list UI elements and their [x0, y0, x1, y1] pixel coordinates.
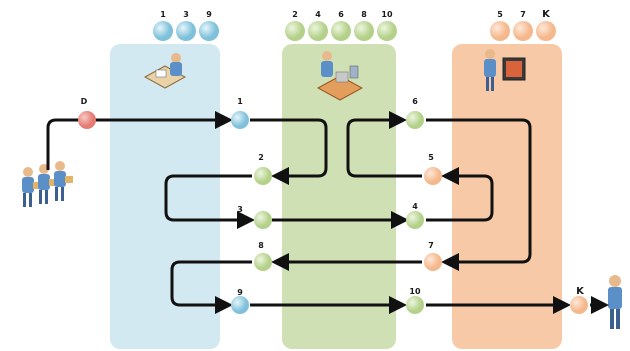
step-label: 7	[428, 241, 434, 250]
start-node: D	[78, 97, 96, 129]
step-node-7: 7	[424, 241, 442, 271]
header-node	[513, 21, 533, 41]
end-label: K	[576, 286, 585, 297]
monitor-operator-icon	[484, 49, 526, 91]
header-label: K	[542, 9, 551, 20]
step-node-1: 1	[231, 97, 249, 129]
step-node-2: 2	[254, 153, 272, 185]
step-label: 8	[258, 241, 264, 250]
step-label: 10	[409, 287, 421, 296]
header-node	[377, 21, 397, 41]
node-circle	[231, 111, 249, 129]
flow-6-to-7	[426, 118, 532, 271]
lane-header-green: 2 4 6 8 10	[285, 10, 397, 41]
step-label: 2	[258, 153, 264, 162]
header-node	[308, 21, 328, 41]
node-circle	[406, 211, 424, 229]
start-label: D	[81, 97, 88, 106]
flow-5-to-6	[346, 111, 422, 178]
node-circle	[406, 111, 424, 129]
header-label: 10	[381, 10, 393, 19]
flow-lines	[46, 111, 609, 314]
assembly-station-icon	[316, 51, 364, 101]
step-label: 6	[412, 97, 418, 106]
step-label: 9	[237, 288, 243, 297]
customer-group-icon	[22, 161, 73, 207]
step-node-9: 9	[231, 288, 249, 314]
header-node	[354, 21, 374, 41]
header-node	[153, 21, 173, 41]
flow-8-to-9	[170, 260, 252, 314]
step-node-4: 4	[406, 202, 424, 229]
step-label: 3	[237, 205, 243, 214]
step-node-5: 5	[424, 153, 442, 185]
header-node	[176, 21, 196, 41]
flow-2-to-3	[164, 174, 255, 229]
header-label: 1	[160, 10, 166, 19]
header-label: 8	[361, 10, 367, 19]
flow-start-to-d	[46, 118, 80, 170]
header-node	[536, 21, 556, 41]
node-circle	[231, 296, 249, 314]
step-label: 5	[428, 153, 434, 162]
flow-1-to-2	[250, 118, 328, 185]
recipient-person-icon	[608, 275, 622, 329]
node-circle	[254, 167, 272, 185]
header-node	[490, 21, 510, 41]
lane-header-orange: 5 7 K	[490, 9, 556, 41]
lane-orange	[452, 44, 562, 349]
node-circle	[254, 211, 272, 229]
header-label: 3	[183, 10, 189, 19]
header-label: 7	[520, 10, 526, 19]
header-label: 2	[292, 10, 298, 19]
header-node	[199, 21, 219, 41]
node-circle	[424, 167, 442, 185]
lane-header-blue: 1 3 9	[153, 10, 219, 41]
header-label: 4	[315, 10, 321, 19]
node-circle	[406, 296, 424, 314]
header-node	[285, 21, 305, 41]
node-circle	[254, 253, 272, 271]
step-node-8: 8	[254, 241, 272, 271]
header-label: 6	[338, 10, 344, 19]
step-label: 4	[412, 202, 418, 211]
node-circle	[424, 253, 442, 271]
node-circle	[570, 296, 588, 314]
step-node-6: 6	[406, 97, 424, 129]
end-node: K	[570, 286, 588, 314]
step-node-3: 3	[237, 205, 272, 229]
step-node-10: 10	[406, 287, 424, 314]
step-label: 1	[237, 97, 243, 106]
header-label: 9	[206, 10, 212, 19]
desk-worker-icon	[143, 53, 187, 89]
header-node	[331, 21, 351, 41]
flow-4-to-5	[426, 167, 494, 222]
header-label: 5	[497, 10, 503, 19]
node-circle	[78, 111, 96, 129]
